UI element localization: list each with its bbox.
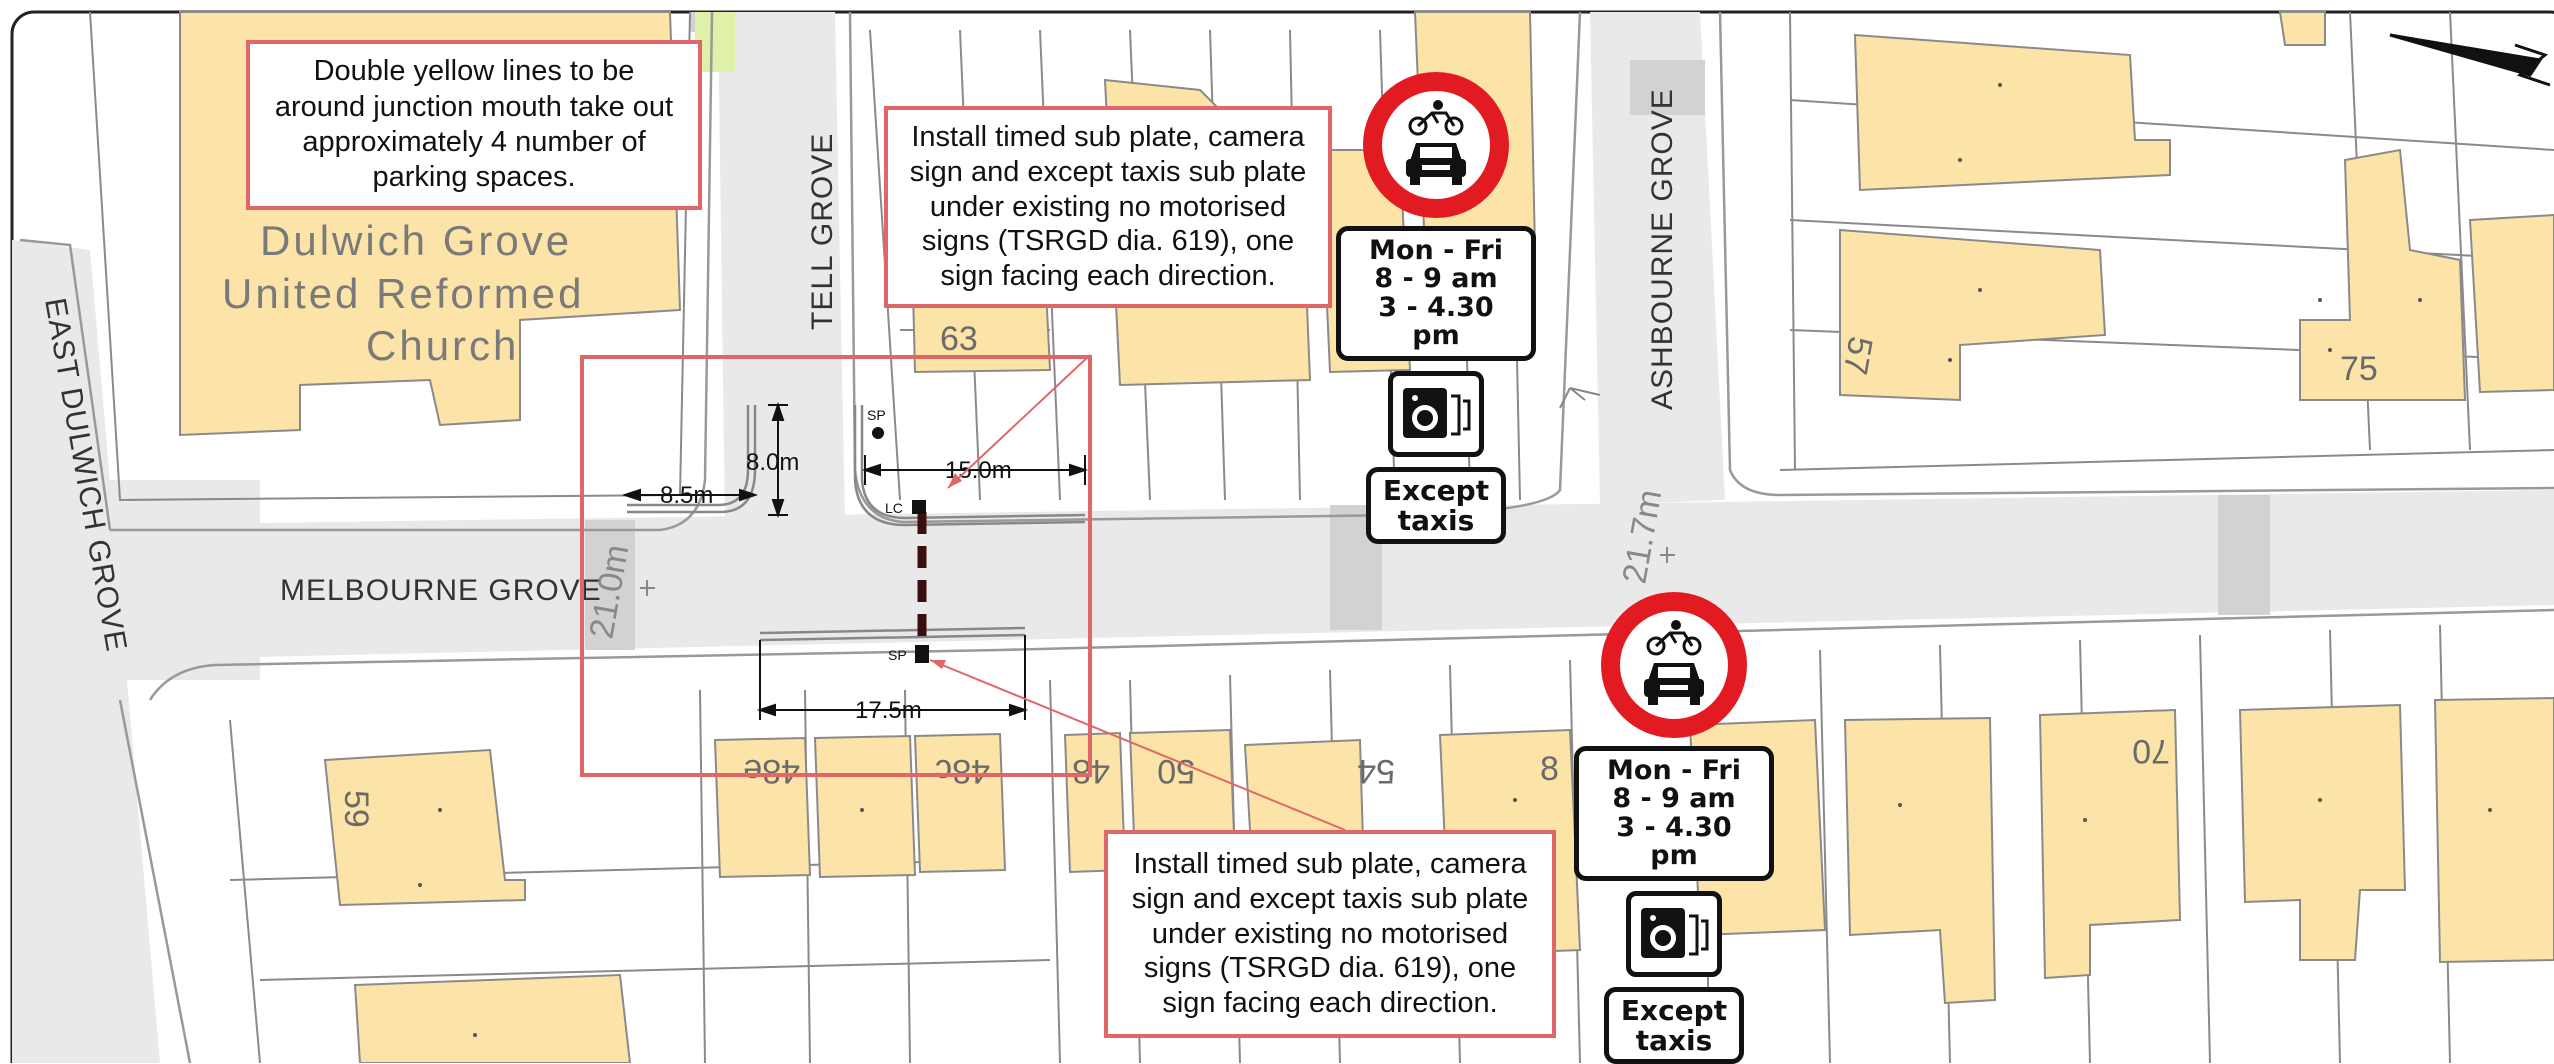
callout-line: parking spaces. — [372, 161, 576, 194]
callout-arrowhead — [948, 473, 962, 488]
house-number: 70 — [2132, 732, 2170, 770]
camera-sign-icon — [1388, 371, 1484, 458]
church-label-line3: Church — [366, 322, 519, 369]
house-number: 48e — [743, 752, 800, 790]
house-number: 75 — [2340, 350, 2378, 388]
time-plate-line: 8 - 9 am — [1612, 783, 1736, 815]
callout-line: under existing no motorised — [929, 190, 1287, 223]
callout-leader-top — [947, 354, 1091, 489]
house-number: 59 — [337, 790, 375, 828]
buildings — [179, 11, 2554, 1063]
house-70 — [2038, 708, 2182, 980]
except-taxis-plate: Except taxis — [1365, 467, 1507, 545]
time-plate-line: Mon - Fri — [1607, 755, 1741, 786]
road-label-melbourne-grove: MELBOURNE GROVE — [280, 574, 602, 607]
house-number: 57 — [1836, 334, 1880, 378]
north-arrow-icon — [2389, 33, 2551, 87]
camera-unit-icon — [912, 500, 926, 514]
callout-line: sign facing each direction. — [940, 260, 1276, 293]
callout-install-bottom: Install timed sub plate, camera sign and… — [1104, 830, 1556, 1038]
sign-assembly-top: Mon - Fri 8 - 9 am 3 - 4.30 pm Except ta… — [1336, 72, 1536, 545]
callout-line: sign and except taxis sub plate — [909, 155, 1307, 188]
house-48e — [713, 736, 812, 879]
road-label-ashbourne-grove: ASHBOURNE GROVE — [1646, 88, 1679, 410]
house-number: 48c — [935, 752, 990, 790]
except-plate-line: Except — [1620, 994, 1728, 1028]
sign-assembly-bottom: Mon - Fri 8 - 9 am 3 - 4.30 pm Except ta… — [1574, 592, 1774, 1064]
road-label-tell-grove: TELL GROVE — [806, 133, 839, 330]
callout-line: under existing no motorised — [1151, 917, 1509, 950]
road-strip — [585, 520, 635, 650]
dimension-8-0m: 8.0m — [746, 449, 799, 476]
double-yellow-lines — [627, 405, 1086, 642]
except-plate-line: Except — [1382, 474, 1490, 508]
church-label-line1: Dulwich Grove — [260, 217, 572, 264]
no-motor-vehicles-sign-icon — [1601, 592, 1747, 738]
timed-sub-plate: Mon - Fri 8 - 9 am 3 - 4.30 pm — [1336, 226, 1536, 362]
camera-unit-icon — [915, 645, 929, 663]
arrow-marker — [1559, 387, 1601, 409]
church-label-line2: United Reformed — [222, 270, 584, 317]
time-plate-line: 3 - 4.30 pm — [1616, 811, 1732, 872]
except-taxis-plate: Except taxis — [1603, 987, 1745, 1064]
callout-line: sign facing each direction. — [1162, 987, 1498, 1020]
house-number: 54 — [1357, 752, 1395, 790]
except-plate-line: taxis — [1397, 503, 1475, 537]
motorcycle-car-icon — [1644, 620, 1704, 705]
sp-marker-bottom: SP — [888, 647, 907, 663]
motorcycle-car-icon — [1406, 100, 1466, 185]
house-number: 63 — [940, 320, 978, 358]
dimension-8-5m: 8.5m — [660, 482, 713, 509]
callout-line: signs (TSRGD dia. 619), one — [1143, 952, 1517, 985]
house-59 — [323, 748, 526, 907]
callout-line: Install timed sub plate, camera — [1133, 848, 1527, 880]
lc-marker: LC — [885, 500, 903, 516]
survey-crosses — [640, 547, 1675, 596]
callout-line: approximately 4 number of — [302, 126, 646, 158]
callout-line: signs (TSRGD dia. 619), one — [921, 225, 1295, 258]
callout-install-top: Install timed sub plate, camera sign and… — [884, 106, 1332, 308]
building-dots — [418, 83, 2492, 1037]
sp-marker-top: SP — [867, 407, 886, 423]
road-strip — [1630, 60, 1705, 115]
callout-line: Double yellow lines to be — [313, 55, 635, 88]
time-plate-line: 8 - 9 am — [1374, 263, 1498, 295]
house-number: 8 — [1540, 750, 1559, 788]
no-motor-vehicles-sign-icon — [1363, 72, 1509, 218]
scheme-area-box — [580, 355, 1092, 777]
road-strip — [2218, 495, 2270, 615]
dimension-17-5m: 17.5m — [855, 697, 922, 724]
time-plate-line: Mon - Fri — [1369, 235, 1503, 266]
callout-line: around junction mouth take out — [274, 90, 674, 123]
camera-sign-icon — [1626, 891, 1722, 978]
sign-post-icon — [872, 427, 884, 439]
callout-double-yellow-lines: Double yellow lines to be around junctio… — [246, 40, 702, 210]
callout-line: sign and except taxis sub plate — [1131, 882, 1529, 915]
timed-sub-plate: Mon - Fri 8 - 9 am 3 - 4.30 pm — [1574, 746, 1774, 882]
callout-arrowhead — [930, 660, 946, 669]
callout-leader-bottom — [929, 659, 1346, 831]
time-plate-line: 3 - 4.30 pm — [1378, 291, 1494, 352]
except-plate-line: taxis — [1635, 1023, 1713, 1057]
dimension-lines — [621, 401, 1089, 720]
callout-line: Install timed sub plate, camera — [911, 121, 1305, 153]
house-48c — [913, 732, 1007, 874]
house-number: 50 — [1157, 752, 1195, 790]
